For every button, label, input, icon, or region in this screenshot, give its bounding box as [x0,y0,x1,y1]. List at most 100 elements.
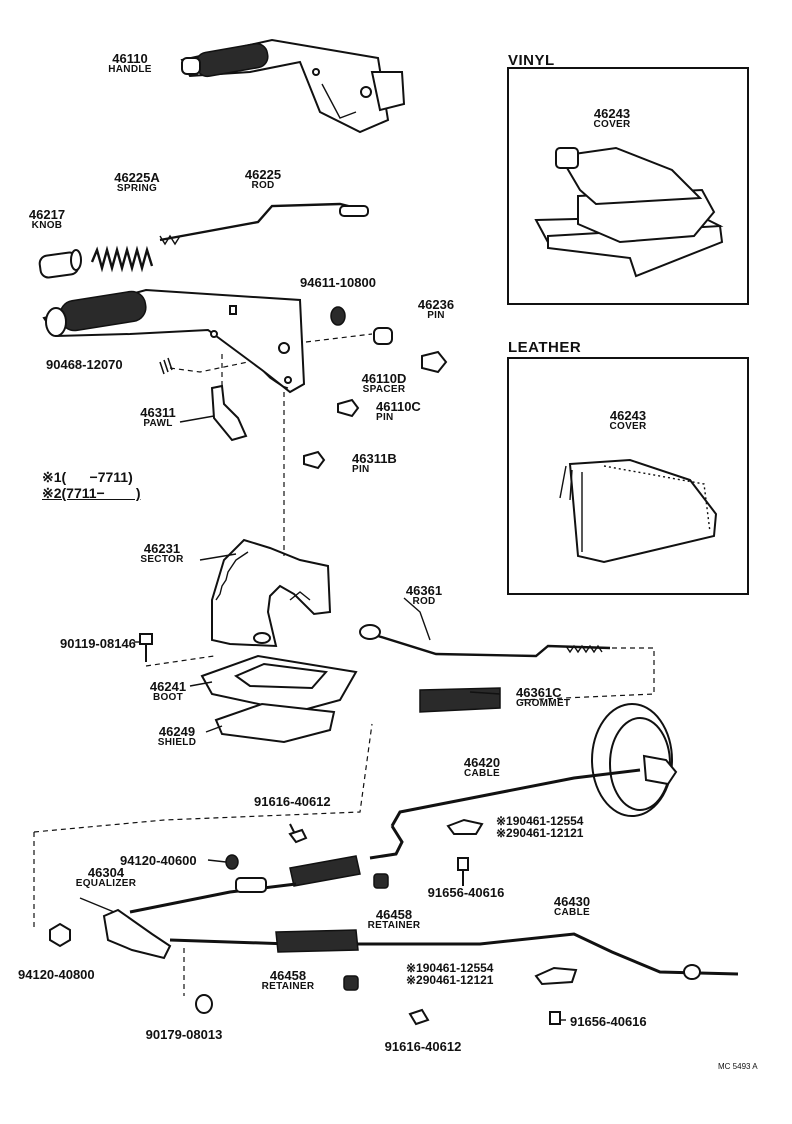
part-label-46361[interactable]: 46361 ROD [406,584,442,607]
part-number: 46217 [28,207,66,222]
part-number: 46225 [244,167,282,182]
cable-46420-drawing [289,768,641,887]
alt-part-line-1: ※190461-12554 [496,814,584,828]
part-name: PIN [427,310,445,321]
part-label-46217[interactable]: 46217 KNOB [29,208,65,231]
part-number: 46243 [593,106,631,121]
vinyl-frame [507,67,749,305]
part-name: KNOB [31,220,63,231]
part-name: GROMMET [516,698,571,709]
part-label-94120-upper[interactable]: 94120-40600 [120,854,197,867]
legend-line-1: ※1( −7711) [42,469,133,485]
part-number: 46311 [140,405,176,420]
part-label-94120-lower[interactable]: 94120-40800 [18,968,95,981]
part-label-90119[interactable]: 90119-08146 [60,637,136,650]
part-number: 91656-40616 [427,885,505,900]
part-label-46241[interactable]: 46241 BOOT [150,680,186,703]
part-label-90179[interactable]: 90179-08013 [146,1028,223,1041]
part-label-46110[interactable]: 46110 HANDLE [108,52,151,75]
part-name: PIN [376,412,394,423]
leader-lines [79,415,566,1021]
handle-assembly-drawing [42,288,306,394]
part-name: HANDLE [108,64,152,75]
part-label-46236[interactable]: 46236 PIN [418,298,454,321]
part-label-94611[interactable]: 94611-10800 [300,276,376,289]
leather-frame [507,357,749,595]
part-label-46361c[interactable]: 46361C GROMMET [516,686,570,709]
part-name: BOOT [152,692,184,703]
part-label-90468[interactable]: 90468-12070 [46,358,123,371]
part-number: 46236 [417,297,455,312]
part-label-91656-lower[interactable]: 91656-40616 [570,1015,647,1028]
legend: ※1( −7711) ※2(7711− ) [42,470,141,500]
part-label-46249[interactable]: 46249 SHIELD [158,725,196,748]
spring-46225a-drawing [90,245,154,273]
part-label-91616-lower[interactable]: 91616-40612 [385,1040,462,1053]
hardware-drawing [159,306,448,470]
part-number: 46110D [361,371,407,386]
part-number: 46304 [87,865,125,880]
part-name: SECTOR [140,554,184,565]
part-label-46225[interactable]: 46225 ROD [245,168,281,191]
rod-46225-drawing [159,202,369,246]
fasteners-lower-drawing [49,818,578,1026]
part-name: SPACER [362,384,406,395]
part-number: 46249 [158,724,196,739]
part-label-91656-upper[interactable]: 91656-40616 [428,886,505,899]
part-name: COVER [593,119,631,130]
part-label-46231[interactable]: 46231 SECTOR [140,542,183,565]
handle-46110-drawing [180,38,406,134]
part-name: SPRING [116,183,158,194]
rod-46361-drawing [359,624,611,713]
part-number: 94120-40800 [18,967,95,982]
part-name: RETAINER [367,920,421,931]
part-number: 46361C [516,685,562,700]
sector-46231-drawing [211,538,332,648]
part-label-46458-lower[interactable]: 46458 RETAINER [262,969,315,992]
part-number: 91616-40612 [384,1039,462,1054]
part-number: 91656-40616 [570,1014,647,1029]
leather-heading: LEATHER [508,339,582,356]
part-number: 46225A [114,170,160,185]
part-number: 90119-08146 [60,636,136,651]
part-number: 46311B [352,451,397,466]
part-label-46225a[interactable]: 46225A SPRING [114,171,160,194]
part-label-46311[interactable]: 46311 PAWL [140,406,175,429]
part-number: 46110C [376,399,421,414]
boot-shield-drawing [200,654,358,744]
part-name: ROD [251,180,275,191]
alt-parts-upper: ※190461-12554 ※290461-12121 [496,815,583,839]
part-number: 46231 [143,541,181,556]
part-name: CABLE [464,768,500,779]
part-label-46420[interactable]: 46420 CABLE [464,756,500,779]
part-label-46458-upper[interactable]: 46458 RETAINER [368,908,421,931]
part-name: PAWL [143,418,173,429]
alt-parts-lower: ※190461-12554 ※290461-12121 [406,962,493,986]
leather-cover-drawing [559,458,718,564]
brake-drum-drawing [591,703,678,817]
part-number: 91616-40612 [254,794,331,809]
part-name: EQUALIZER [75,878,137,889]
part-label-46243-leather[interactable]: 46243 COVER [609,409,646,432]
alt-part-line-2: ※290461-12121 [496,826,584,840]
part-number: 46458 [375,907,413,922]
part-label-46243-vinyl[interactable]: 46243 COVER [593,107,630,130]
part-label-46110d[interactable]: 46110D SPACER [362,372,407,395]
part-number: 94611-10800 [300,275,376,290]
vinyl-heading: VINYL [508,52,555,69]
part-name: SHIELD [157,737,197,748]
part-number: 46420 [463,755,501,770]
part-label-91616-upper[interactable]: 91616-40612 [254,795,331,808]
part-number: 46243 [609,408,647,423]
alt-part-line-1: ※190461-12554 [406,961,494,975]
part-number: 46110 [112,51,148,66]
part-label-46311b[interactable]: 46311B PIN [352,452,397,475]
part-label-46304[interactable]: 46304 EQUALIZER [76,866,136,889]
part-name: COVER [609,421,647,432]
pawl-46311-drawing [210,384,248,442]
part-number: 90179-08013 [145,1027,223,1042]
part-number: 46430 [553,894,591,909]
part-label-46110c[interactable]: 46110C PIN [376,400,421,423]
bolt-90119-drawing [139,633,153,662]
part-label-46430[interactable]: 46430 CABLE [554,895,590,918]
